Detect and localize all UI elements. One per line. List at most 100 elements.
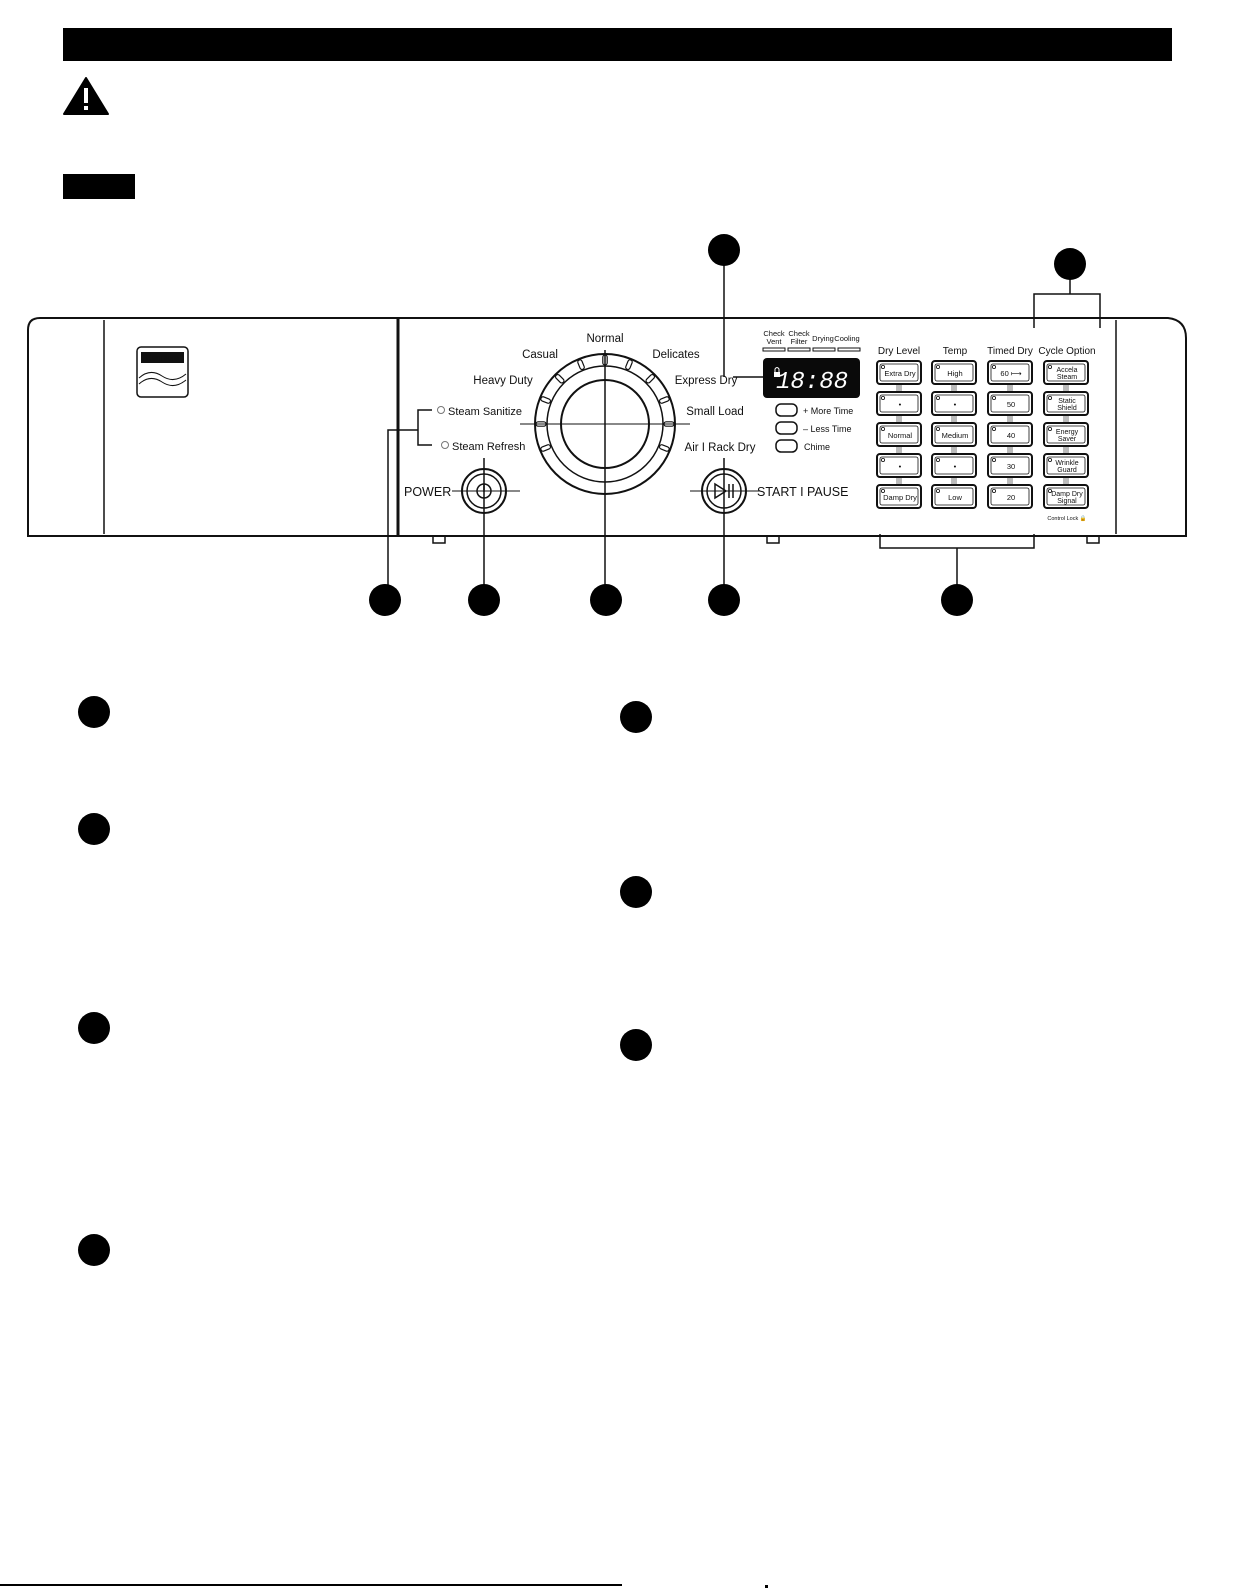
callout-cycle-option <box>1054 248 1086 280</box>
cycle-option-button-label: Damp Dry <box>1051 491 1083 498</box>
timed-dry-button[interactable]: 60 ⟼ <box>987 360 1033 385</box>
indicator-dot <box>936 457 941 462</box>
section-title-bar <box>63 28 1172 61</box>
indicator-dot <box>1048 457 1053 462</box>
temp-button[interactable]: • <box>931 453 977 478</box>
timed-dry-button[interactable]: 20 <box>987 484 1033 509</box>
steam-sanitize-label: Steam Sanitize <box>448 406 522 418</box>
dial-tick <box>658 444 670 452</box>
cycle-label-casual: Casual <box>522 349 558 361</box>
temp-button-label: High <box>947 369 962 378</box>
indicator-dot <box>881 426 886 431</box>
indicator-drying: Drying <box>812 334 834 343</box>
temp-button-label: Medium <box>942 431 969 440</box>
indicator-dot <box>881 364 886 369</box>
steam-sanitize-option[interactable]: Steam Sanitize <box>437 406 522 418</box>
cycle-label-air-rack-dry: Air I Rack Dry <box>685 442 756 454</box>
timed-dry-button[interactable]: 40 <box>987 422 1033 447</box>
more-time-label: + More Time <box>803 406 853 416</box>
indicator-dot <box>1048 395 1053 400</box>
indicator-dot <box>881 457 886 462</box>
callout-dial <box>590 584 622 616</box>
dial-tick <box>540 396 552 404</box>
indicator-dot <box>992 488 997 493</box>
indicator-dot <box>936 395 941 400</box>
temp-button[interactable]: Medium <box>931 422 977 447</box>
cycle-option-button-label: Signal <box>1057 498 1077 505</box>
status-indicators: Check Vent Check Filter Drying Cooling <box>762 329 861 352</box>
timed-dry-button[interactable]: 50 <box>987 391 1033 416</box>
timed-dry-button-label: 60 ⟼ <box>1000 369 1022 378</box>
indicator-dot <box>992 364 997 369</box>
indicator-dot <box>1048 364 1053 369</box>
cycle-option-button-label: Wrinkle <box>1055 460 1078 467</box>
timed-dry-button-label: 30 <box>1007 462 1015 471</box>
dial-cycle-labels: Normal Casual Delicates Heavy Duty Expre… <box>473 333 755 454</box>
temp-button[interactable]: Low <box>931 484 977 509</box>
callout-display <box>708 234 740 266</box>
temp-button-label: • <box>954 462 957 471</box>
less-time-button[interactable] <box>775 421 798 435</box>
lock-icon <box>774 367 780 377</box>
indicator-dot <box>936 364 941 369</box>
indicator-cooling: Cooling <box>834 334 859 343</box>
cycle-option-button-label: Shield <box>1057 405 1077 412</box>
callout-steam <box>369 584 401 616</box>
timed-dry-button-label: 20 <box>1007 493 1015 502</box>
dry-level-button[interactable]: • <box>876 453 922 478</box>
steam-refresh-label: Steam Refresh <box>452 441 525 453</box>
dry-level-button-label: Extra Dry <box>884 369 916 378</box>
dry-level-button-label: • <box>899 400 902 409</box>
callout-item-1 <box>78 696 110 728</box>
cycle-option-button-label: Guard <box>1057 467 1077 474</box>
steam-refresh-option[interactable]: Steam Refresh <box>441 441 526 453</box>
callout-item-5 <box>620 701 652 733</box>
indicator-dot <box>1048 426 1053 431</box>
callout-option-grid <box>941 584 973 616</box>
logo-text: Kenmore <box>146 354 179 363</box>
led-display: 18:88 <box>763 358 860 398</box>
dial-tick <box>554 373 565 384</box>
temp-button[interactable]: High <box>931 360 977 385</box>
timed-dry-button[interactable]: 30 <box>987 453 1033 478</box>
temp-button-label: Low <box>948 493 962 502</box>
indicator-check-vent-bottom: Vent <box>766 337 782 346</box>
indicator-check-vent-top: Check <box>763 329 785 338</box>
temp-button[interactable]: • <box>931 391 977 416</box>
dial-tick <box>658 396 670 404</box>
note-label-box <box>63 174 135 199</box>
indicator-dot <box>881 395 886 400</box>
cycle-label-normal: Normal <box>586 333 623 345</box>
footer-rule <box>0 1584 622 1586</box>
callout-item-2 <box>78 813 110 845</box>
dry-level-button[interactable]: Damp Dry <box>876 484 922 509</box>
display-digits: 18:88 <box>776 369 848 396</box>
cycle-option-button-label: Steam <box>1057 374 1077 381</box>
dry-level-button-label: Damp Dry <box>883 493 917 502</box>
header-temp: Temp <box>943 346 968 357</box>
callout-power <box>468 584 500 616</box>
dry-level-button[interactable]: Extra Dry <box>876 360 922 385</box>
callout-item-6 <box>620 876 652 908</box>
dry-level-button[interactable]: • <box>876 391 922 416</box>
dry-level-button[interactable]: Normal <box>876 422 922 447</box>
indicator-dot <box>992 395 997 400</box>
indicator-check-filter-top: Check <box>788 329 810 338</box>
timed-dry-button-label: 50 <box>1007 400 1015 409</box>
header-dry-level: Dry Level <box>878 346 920 357</box>
warning-icon <box>63 77 109 115</box>
indicator-dot <box>992 426 997 431</box>
cycle-option-button-label: Accela <box>1056 367 1077 374</box>
option-button-grid: Extra Dry • Normal • Damp Dry High • Medium • Low… <box>876 360 1089 509</box>
cycle-option-button-label: Energy <box>1056 429 1079 436</box>
dial-tick <box>540 444 552 452</box>
cycle-label-heavy-duty: Heavy Duty <box>473 375 533 387</box>
chime-button[interactable] <box>775 439 798 453</box>
indicator-dot <box>992 457 997 462</box>
more-time-button[interactable] <box>775 403 798 417</box>
